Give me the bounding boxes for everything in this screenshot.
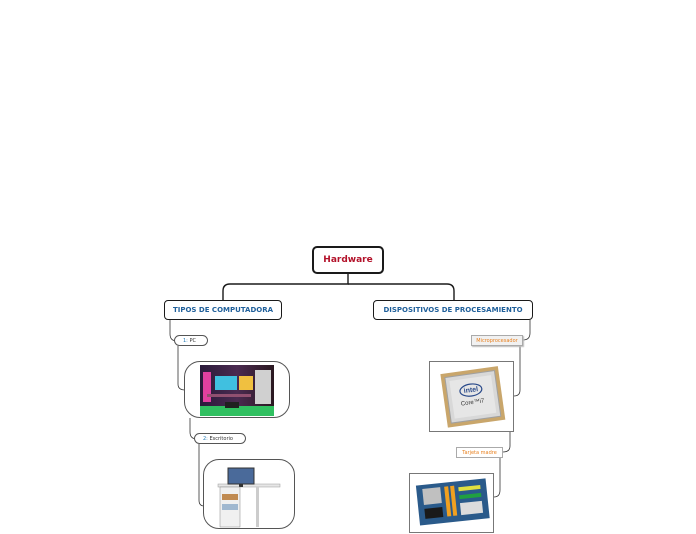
topic-label: PC bbox=[189, 337, 196, 344]
gaming-pc-image bbox=[200, 365, 274, 416]
mind-map-canvas: Hardware TIPOS DE COMPUTADORA DISPOSITIV… bbox=[164, 246, 533, 533]
chip-model-text: Core™i7 bbox=[460, 397, 485, 407]
connector-lines bbox=[169, 274, 531, 507]
root-label: Hardware bbox=[323, 255, 373, 265]
root-node-hardware[interactable]: Hardware bbox=[312, 246, 384, 274]
topic-number: 2: bbox=[203, 435, 208, 442]
topic-escritorio[interactable]: 2: Escritorio bbox=[194, 433, 246, 444]
branch-label: DISPOSITIVOS DE PROCESAMIENTO bbox=[383, 306, 523, 314]
topic-label: Escritorio bbox=[209, 435, 233, 442]
image-node-escritorio[interactable] bbox=[203, 459, 295, 529]
image-node-pc[interactable] bbox=[184, 361, 290, 418]
chip-brand-text: intel bbox=[463, 386, 478, 395]
image-node-microprocesador[interactable]: intel Core™i7 bbox=[429, 361, 514, 432]
image-node-tarjeta-madre[interactable] bbox=[409, 473, 494, 533]
topic-number: 1: bbox=[183, 337, 188, 344]
topic-label: Microprocesador bbox=[476, 337, 518, 344]
branch-node-tipos[interactable]: TIPOS DE COMPUTADORA bbox=[164, 300, 282, 320]
motherboard-image bbox=[415, 478, 490, 526]
topic-label: Tarjeta madre bbox=[462, 449, 497, 456]
topic-tarjeta-madre[interactable]: Tarjeta madre bbox=[456, 447, 503, 458]
cpu-chip-image: intel Core™i7 bbox=[440, 366, 506, 428]
branch-node-dispositivos[interactable]: DISPOSITIVOS DE PROCESAMIENTO bbox=[373, 300, 533, 320]
desk-image bbox=[217, 467, 281, 528]
topic-microprocesador[interactable]: Microprocesador bbox=[471, 335, 523, 346]
branch-label: TIPOS DE COMPUTADORA bbox=[172, 306, 274, 314]
topic-pc[interactable]: 1: PC bbox=[174, 335, 208, 346]
